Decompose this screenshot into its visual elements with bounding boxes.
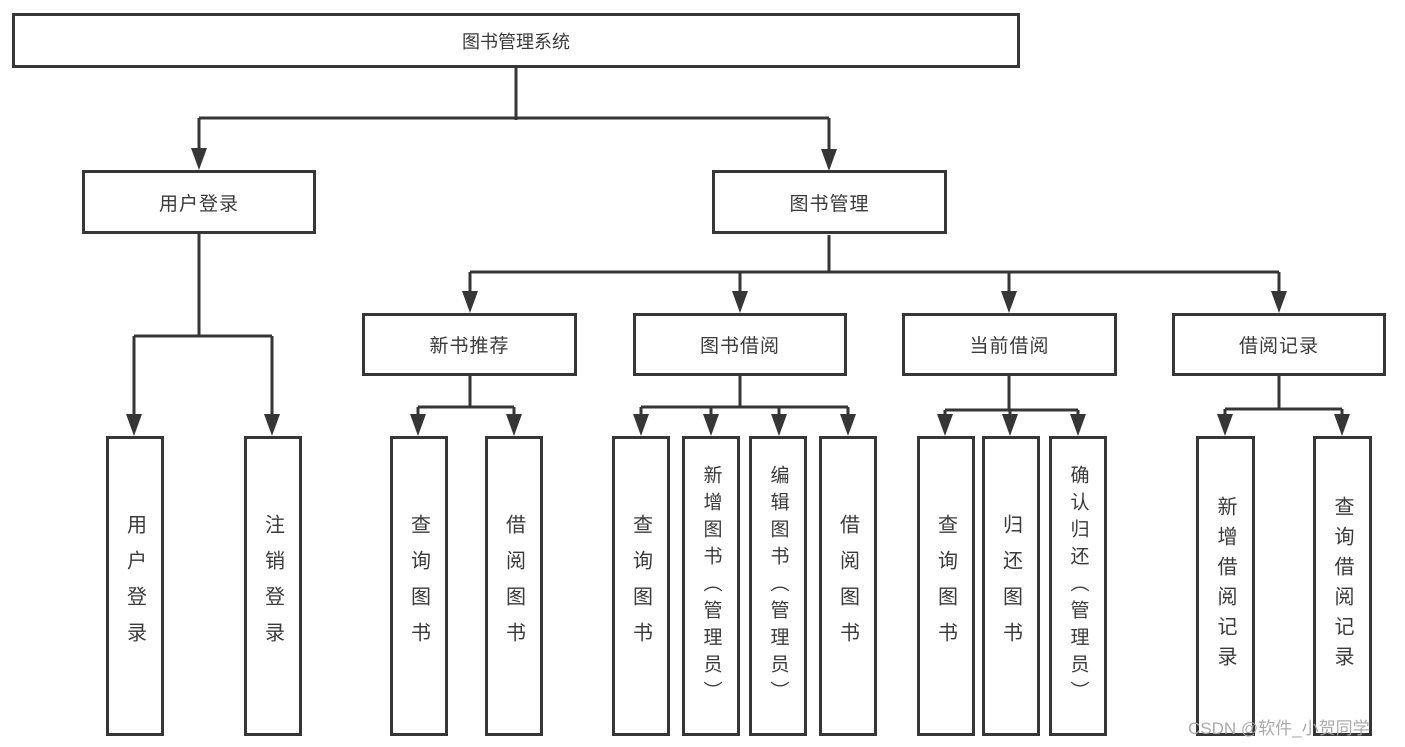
leaf-borrow-books-borrowing: 借阅图书 [819, 436, 877, 736]
node-book-borrowing: 图书借阅 [633, 313, 847, 376]
leaf-query-books-recommend: 查询图书 [390, 436, 448, 736]
leaf-add-borrow-record: 新增借阅记录 [1196, 436, 1255, 736]
leaf-borrow-books-recommend: 借阅图书 [485, 436, 543, 736]
leaf-return-books: 归还图书 [982, 436, 1040, 736]
node-current-borrowing: 当前借阅 [902, 313, 1117, 376]
leaf-add-books-admin: 新增图书（管理员） [682, 436, 740, 736]
node-new-book-recommendation: 新书推荐 [362, 313, 577, 376]
leaf-query-borrow-record: 查询借阅记录 [1313, 436, 1372, 736]
connector-path [132, 68, 1344, 418]
leaf-user-login: 用户登录 [106, 436, 164, 736]
leaf-query-books-borrowing: 查询图书 [612, 436, 670, 736]
node-user-login-branch: 用户登录 [82, 170, 316, 234]
node-book-management-branch: 图书管理 [712, 170, 947, 234]
leaf-confirm-return-admin: 确认归还（管理员） [1049, 436, 1107, 736]
leaf-edit-books-admin: 编辑图书（管理员） [749, 436, 807, 736]
node-borrowing-records: 借阅记录 [1172, 313, 1386, 376]
arrowheads [126, 148, 1350, 436]
leaf-query-books-current: 查询图书 [917, 436, 975, 736]
csdn-watermark: CSDN @软件_小贺同学 [1188, 719, 1370, 738]
node-root-library-system: 图书管理系统 [12, 13, 1020, 68]
leaf-logout: 注销登录 [244, 436, 302, 736]
